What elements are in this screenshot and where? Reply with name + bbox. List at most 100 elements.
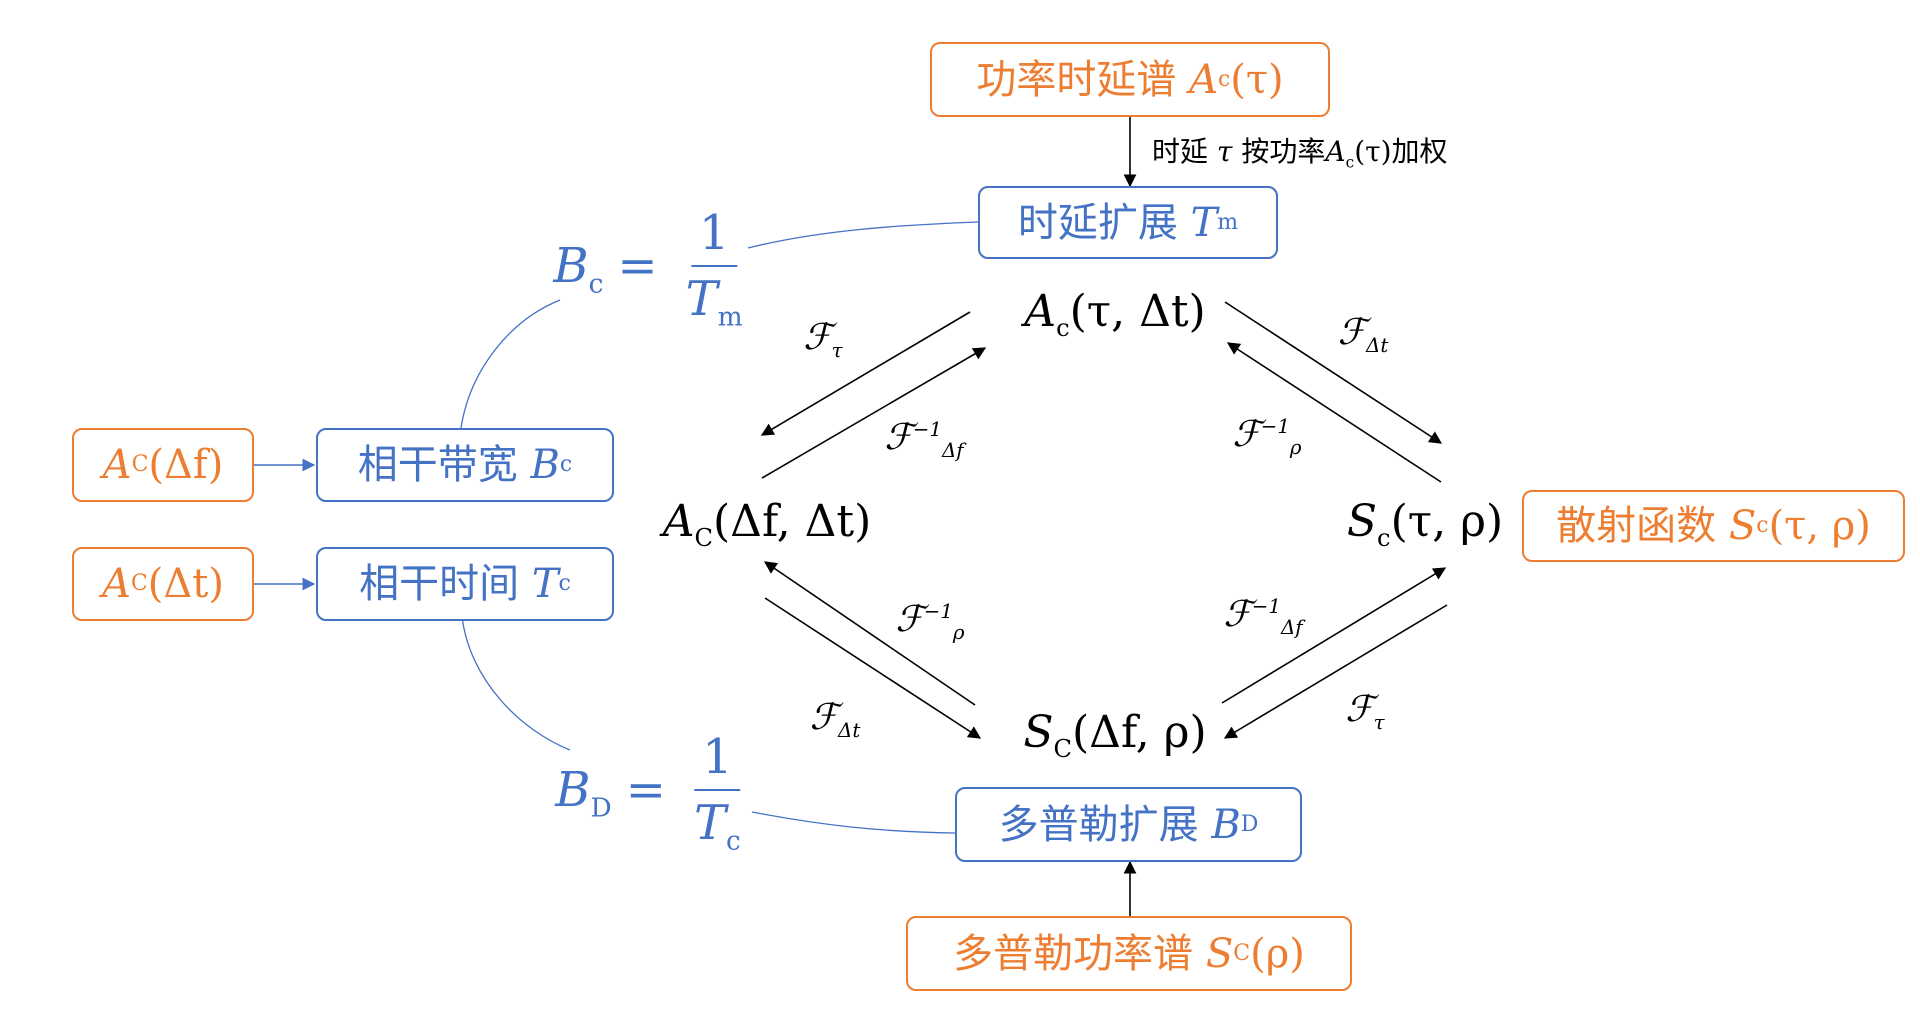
operator-symbol: ℱ — [1345, 689, 1374, 730]
arrow-left-to-top — [761, 347, 987, 479]
operator-sub: ρ — [1289, 436, 1302, 460]
operator-symbol: ℱ — [884, 417, 913, 458]
arrow-bottom-to-right — [1221, 567, 1447, 704]
box-text: 多普勒扩展 — [998, 801, 1199, 848]
node-math: A — [662, 496, 695, 547]
arrow-left-to-bottom — [764, 597, 982, 739]
operator-bottom-right-in: ℱ−1Δf — [1223, 594, 1302, 638]
formula-fraction: 1 Tm — [686, 209, 743, 330]
box-math: T — [531, 561, 559, 607]
formula-numerator: 1 — [690, 209, 738, 267]
box-math: S — [1205, 930, 1234, 977]
operator-sup: −1 — [912, 418, 942, 441]
operator-sub: Δf — [941, 439, 964, 463]
operator-symbol: ℱ — [803, 317, 832, 358]
operator-symbol: ℱ — [1232, 414, 1261, 455]
formula-bc: Bc = 1 Tm — [553, 209, 743, 330]
box-math: A — [1189, 56, 1218, 103]
node-bottom: SC(Δf, ρ) — [1023, 711, 1206, 761]
box-tail: (Δt) — [147, 561, 224, 607]
box-tail: (τ, ρ) — [1768, 503, 1871, 549]
operator-top-right-in: ℱ−1ρ — [1232, 414, 1301, 458]
annotation-sub: c — [1345, 153, 1355, 172]
formula-lhs-sub: D — [590, 792, 612, 824]
node-math: S — [1023, 707, 1054, 758]
operator-sup: −1 — [1260, 415, 1290, 438]
node-tail: (Δf, ρ) — [1072, 707, 1207, 758]
box-text: 相干带宽 — [357, 442, 518, 488]
connector-bc-to-delay-spread — [747, 221, 979, 249]
formula-lhs-sub: c — [588, 268, 604, 300]
arrow-right-to-top — [1226, 342, 1442, 483]
operator-top-right-out: ℱΔt — [1338, 315, 1389, 356]
annotation-math: A — [1325, 135, 1346, 168]
operator-symbol: ℱ — [1223, 594, 1252, 635]
arrow-top-to-right — [1224, 301, 1443, 444]
node-right: Sc(τ, ρ) — [1347, 500, 1503, 550]
node-tail: (τ, ρ) — [1390, 496, 1504, 547]
box-math: B — [530, 442, 560, 488]
box-text: 时延扩展 — [1017, 199, 1178, 246]
operator-sup: −1 — [923, 600, 953, 623]
formula-den-var: T — [685, 271, 718, 327]
formula-equals: = — [625, 762, 666, 818]
formula-lhs: B — [555, 762, 591, 818]
node-tail: (Δf, Δt) — [713, 496, 872, 547]
node-math: S — [1346, 496, 1378, 547]
annotation-delay-weighting: 时延 τ 按功率Ac(τ)加权 — [1152, 135, 1448, 171]
box-text: 散射函数 — [1556, 503, 1717, 549]
node-tail: (τ, Δt) — [1069, 286, 1206, 337]
box-text: 功率时延谱 — [976, 56, 1177, 103]
annotation-var: τ — [1216, 135, 1233, 168]
formula-bd: BD = 1 Tc — [555, 733, 741, 854]
annotation-text: 时延 — [1152, 135, 1209, 168]
node-sub: C — [694, 523, 714, 552]
connector-bc-to-bandwidth — [460, 299, 561, 429]
node-sub: c — [1377, 523, 1391, 552]
formula-numerator: 1 — [694, 733, 741, 791]
arrow-right-to-bottom — [1223, 604, 1448, 739]
node-sub: C — [1053, 734, 1072, 763]
operator-bottom-right-out: ℱτ — [1345, 689, 1384, 733]
formula-lhs: B — [553, 238, 589, 294]
box-text: 相干时间 — [359, 561, 520, 607]
operator-symbol: ℱ — [895, 599, 924, 640]
formula-den-sub: c — [725, 825, 741, 857]
box-math: B — [1211, 801, 1241, 848]
node-math: A — [1024, 286, 1057, 337]
box-math: S — [1728, 503, 1757, 549]
formula-den-var: T — [693, 795, 726, 851]
box-text: 多普勒功率谱 — [953, 930, 1194, 977]
connector-bd-to-coherence-time — [461, 616, 571, 751]
annotation-text: 加权 — [1391, 135, 1448, 168]
box-math: A — [102, 561, 131, 607]
operator-sub: Δt — [838, 719, 861, 743]
formula-denominator: Tc — [694, 791, 741, 854]
box-tail: (Δf) — [148, 442, 224, 488]
operator-top-left-in: ℱ−1Δf — [884, 417, 963, 461]
operator-sub: ρ — [952, 621, 965, 645]
formula-denominator: Tm — [686, 267, 743, 330]
box-tail: (ρ) — [1250, 930, 1305, 977]
node-sub: c — [1056, 313, 1070, 342]
operator-symbol: ℱ — [809, 697, 839, 738]
annotation-tail: (τ) — [1354, 135, 1392, 168]
operator-sub: Δt — [1366, 334, 1389, 358]
formula-den-sub: m — [717, 301, 743, 333]
arrow-bottom-to-left — [763, 561, 976, 706]
arrow-top-to-left — [760, 311, 971, 436]
operator-sub: τ — [831, 339, 843, 363]
operator-bottom-left-out: ℱΔt — [809, 697, 861, 741]
operator-top-left-out: ℱτ — [803, 317, 842, 361]
node-top: Ac(τ, Δt) — [1024, 290, 1205, 340]
